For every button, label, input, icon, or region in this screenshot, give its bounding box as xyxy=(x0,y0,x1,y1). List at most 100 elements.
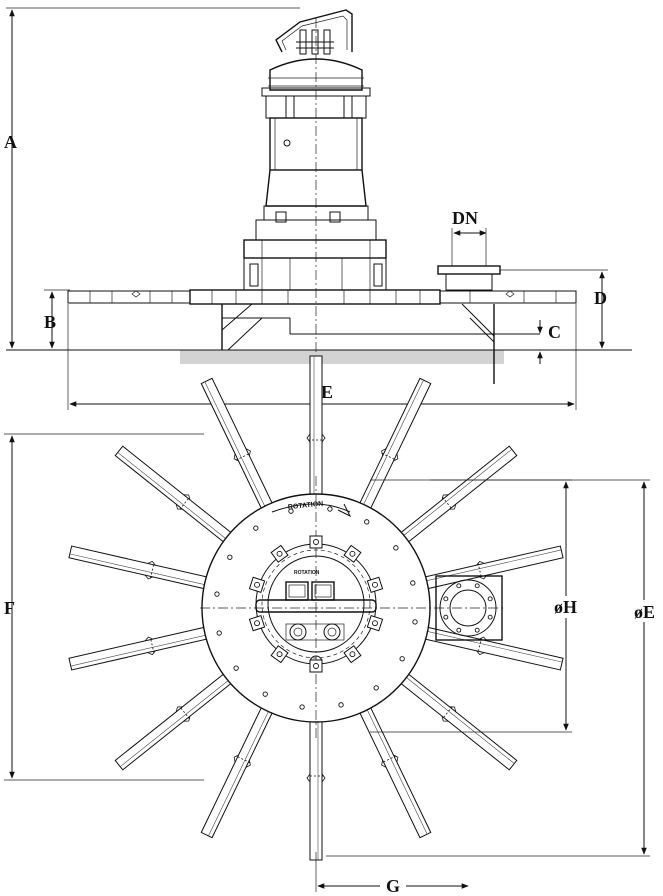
blade-arm xyxy=(353,694,432,839)
blade-edge xyxy=(69,553,219,588)
disk-bolt-hole xyxy=(216,630,222,636)
blade xyxy=(200,694,279,839)
blade-edge xyxy=(117,452,237,548)
blade-joint xyxy=(442,706,453,720)
flange-bolt-hole xyxy=(443,614,449,620)
gearbox-lug xyxy=(309,535,323,549)
blade-arm xyxy=(114,445,243,552)
rotation-outer: ROTATION xyxy=(271,501,352,518)
dim-D-label: D xyxy=(594,288,607,308)
blade-arm xyxy=(389,445,518,552)
plan-view: ROTATION ROTATION xyxy=(4,355,662,896)
blade-arm xyxy=(114,664,243,771)
motor-plug xyxy=(283,139,291,147)
gearbox-plan: ROTATION xyxy=(248,535,384,673)
flange-bolt-hole xyxy=(474,627,480,633)
blade-joint xyxy=(235,755,251,764)
blade-arm xyxy=(411,545,564,593)
disk-bolt-holes xyxy=(214,506,418,710)
blade-joint xyxy=(442,496,453,510)
disk-bolt-hole xyxy=(227,554,233,560)
dim-A-label: A xyxy=(4,132,17,152)
blade xyxy=(389,445,518,552)
blade xyxy=(411,545,564,593)
blade-joint xyxy=(235,452,251,461)
blade xyxy=(114,664,243,771)
blade-edge xyxy=(70,631,220,667)
gearbox-lug-bolt xyxy=(276,651,283,658)
dim-B-label: B xyxy=(44,312,56,332)
gearbox-lug-bolt xyxy=(372,620,378,627)
blade xyxy=(306,355,326,509)
blade-clamp xyxy=(144,560,156,580)
flange-bolt-hole xyxy=(474,583,480,589)
flange-bolt-hole xyxy=(487,596,493,602)
blade-arm xyxy=(68,545,221,593)
blade-edge xyxy=(412,549,562,585)
blade-joint xyxy=(150,637,155,654)
disk-bolt-hole xyxy=(338,702,344,708)
disk-bolt-hole xyxy=(214,591,220,597)
blade-clamp xyxy=(381,448,399,462)
gearbox-lug xyxy=(343,544,362,563)
blade-arm xyxy=(411,623,564,671)
blade-joint xyxy=(477,637,482,654)
gearbox-lug xyxy=(248,614,266,632)
blade-joint xyxy=(381,755,397,764)
blade-edge xyxy=(392,449,512,545)
blade-arm xyxy=(200,377,279,522)
blade xyxy=(353,377,432,522)
gearbox-lug xyxy=(270,544,289,563)
blade-edge xyxy=(204,381,272,519)
flange-bolt-hole xyxy=(456,627,462,633)
dim-F-label: F xyxy=(4,598,15,618)
side-blades xyxy=(67,290,577,304)
gearbox-lug xyxy=(309,659,323,673)
blade xyxy=(411,623,564,671)
inlet-flange xyxy=(437,252,501,291)
flange-bolt-hole xyxy=(487,614,493,620)
motor-cap xyxy=(269,58,363,91)
blade-clamp xyxy=(381,754,399,768)
blade-joint xyxy=(381,452,397,461)
blade-joint xyxy=(179,706,190,720)
cable-glands xyxy=(296,29,334,55)
blade-clamp xyxy=(144,636,156,656)
lifting-handle xyxy=(275,9,353,53)
blade-clamp xyxy=(306,773,326,783)
blade-clamp xyxy=(441,706,457,722)
blade-edge xyxy=(395,668,515,764)
blade-edge xyxy=(208,698,275,837)
disk-bolt-hole xyxy=(327,506,333,512)
disk-bolt-hole xyxy=(262,691,268,697)
disk-bolt-hole xyxy=(299,704,305,710)
rotation-inner-label: ROTATION xyxy=(294,570,320,576)
gearbox-lug-bolt xyxy=(254,581,260,588)
gearbox-lug xyxy=(248,576,266,594)
disk-bolt-hole xyxy=(364,519,370,525)
blade xyxy=(68,545,221,593)
disk-bolt-hole xyxy=(410,580,416,586)
dim-H-label: øH xyxy=(554,597,577,617)
blade-edge xyxy=(120,671,240,767)
blade-arm xyxy=(200,694,279,839)
disk-bolt-hole xyxy=(233,665,239,671)
blade-clamp xyxy=(175,706,191,722)
disk-bolt-hole xyxy=(399,656,405,662)
blade-arm xyxy=(353,377,432,522)
blade-clamp xyxy=(175,494,191,510)
blade-clamp xyxy=(306,433,326,443)
ground-slab xyxy=(180,350,504,364)
gearbox-lug-bolt xyxy=(313,539,319,545)
gearbox-lug-bolt xyxy=(313,663,319,669)
gearbox-lug-bolt xyxy=(276,550,283,557)
gearbox-lug xyxy=(343,645,362,664)
gearbox-lug xyxy=(270,645,289,664)
disk-bolt-hole xyxy=(253,525,259,531)
disk-bolt-hole xyxy=(393,545,399,551)
gearbox xyxy=(243,239,387,259)
blade xyxy=(68,623,221,671)
disk-bolt-hole xyxy=(288,508,294,514)
flange-bolt-hole xyxy=(443,596,449,602)
